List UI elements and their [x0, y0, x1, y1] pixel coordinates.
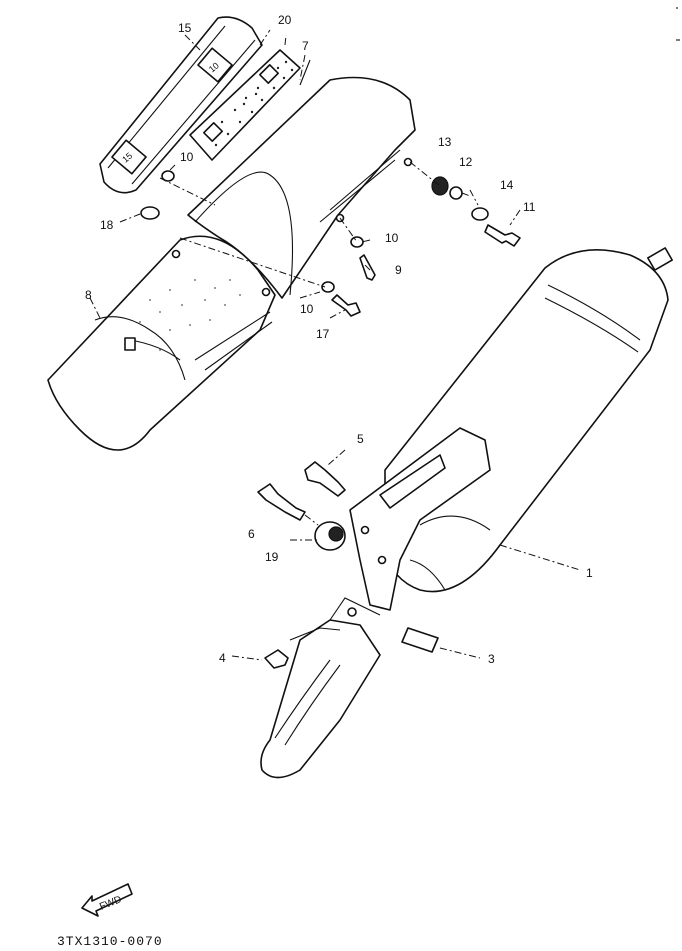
muffler-body: [384, 247, 673, 593]
callout-17: 17: [316, 327, 330, 341]
callout-10-upper: 10: [180, 150, 194, 164]
muffler-protector-lower: [47, 235, 276, 451]
muffler-protector-upper: [187, 59, 416, 299]
fwd-indicator: FWD: [81, 883, 133, 917]
callout-5: 5: [357, 432, 364, 446]
label-plate-20: [189, 49, 301, 161]
heat-shield-15: 15 10: [99, 16, 263, 194]
callout-6: 6: [248, 527, 255, 541]
callout-1: 1: [586, 566, 593, 580]
callout-9: 9: [395, 263, 402, 277]
drawing-code: 3TX1310-0070: [57, 934, 163, 949]
callout-8: 8: [85, 288, 92, 302]
callout-3: 3: [488, 652, 495, 666]
callout-18: 18: [100, 218, 114, 232]
callout-11: 11: [523, 200, 536, 214]
callout-4: 4: [219, 651, 226, 665]
callout-7: 7: [302, 39, 309, 53]
callout-labels: 15 20 7 10 13 12 14 11 18 10 9 8 10 17 5…: [85, 13, 593, 666]
callout-13: 13: [438, 135, 452, 149]
small-hardware: [140, 170, 521, 669]
callout-14: 14: [500, 178, 514, 192]
callout-10-mid: 10: [385, 231, 399, 245]
callout-10-lower: 10: [300, 302, 314, 316]
callout-20: 20: [278, 13, 292, 27]
callout-19: 19: [265, 550, 279, 564]
callout-15: 15: [178, 21, 192, 35]
callout-12: 12: [459, 155, 473, 169]
shield-mark-a: 15: [120, 151, 134, 165]
leader-lines: [89, 29, 581, 661]
exhaust-pipe: [260, 597, 439, 779]
mounting-bracket: [349, 427, 491, 611]
shield-mark-b: 10: [207, 60, 221, 74]
